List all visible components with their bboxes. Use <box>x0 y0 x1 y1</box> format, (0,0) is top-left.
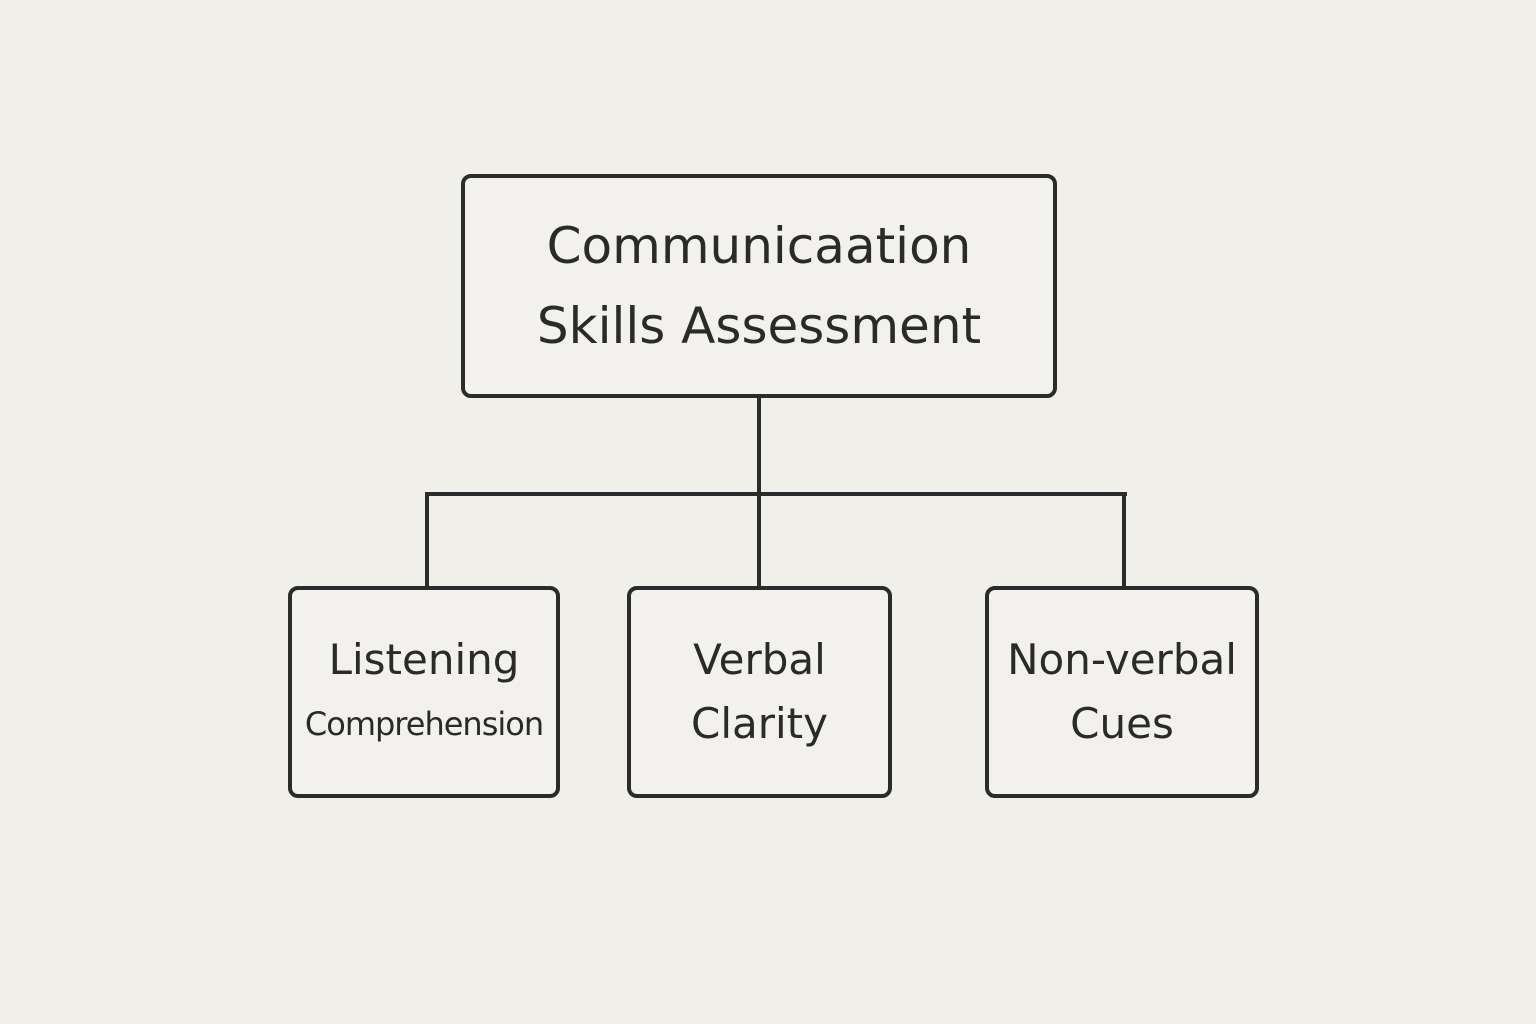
child-node-nonverbal: Non-verbal Cues <box>985 586 1259 798</box>
child-label-line1: Non-verbal <box>1007 635 1237 684</box>
child-label-line2: Clarity <box>691 699 828 748</box>
child-node-listening: Listening Comprehension <box>288 586 560 798</box>
root-node: Communicaation Skills Assessment <box>461 174 1057 398</box>
child-label-line2: Comprehension <box>304 705 544 743</box>
connector-left-down <box>425 492 429 588</box>
connector-horizontal <box>425 492 1127 496</box>
child-node-verbal: Verbal Clarity <box>627 586 892 798</box>
connector-right-down <box>1122 492 1126 588</box>
child-label-line2: Cues <box>1070 699 1174 748</box>
root-title-line1: Communicaation <box>546 217 972 275</box>
child-label-line1: Verbal <box>693 635 826 684</box>
root-title-line2: Skills Assessment <box>536 297 982 355</box>
child-label-line1: Listening <box>328 635 520 684</box>
